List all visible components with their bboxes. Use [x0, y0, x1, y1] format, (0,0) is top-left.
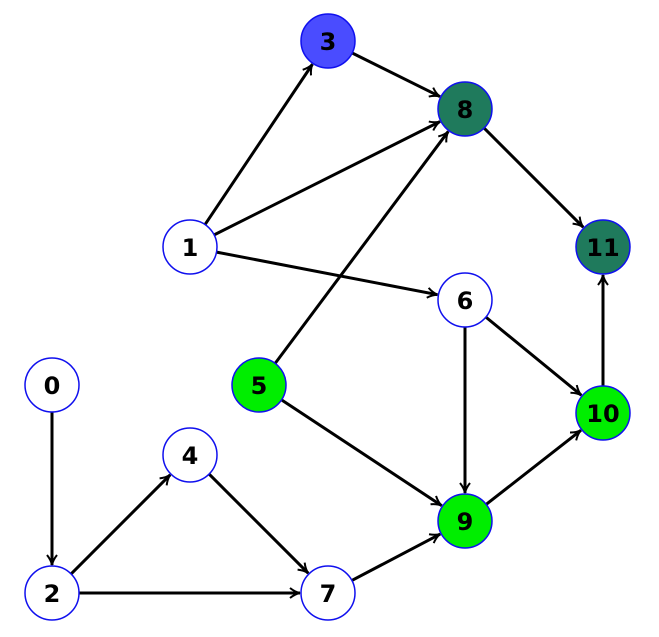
- node-circle: [575, 385, 631, 441]
- node-label: 2: [44, 580, 61, 608]
- node-circle: [437, 81, 493, 137]
- node-circle: [24, 357, 80, 413]
- node-1: 1: [162, 219, 218, 275]
- edge-1-to-8: [213, 120, 441, 237]
- edge-5-to-8: [273, 130, 450, 365]
- node-11: 11: [575, 219, 631, 275]
- edge-5-to-9: [280, 398, 443, 507]
- node-6: 6: [437, 272, 493, 328]
- node-circle: [24, 565, 80, 621]
- edge-3-to-8: [351, 51, 441, 98]
- node-label: 11: [586, 234, 619, 262]
- node-9: 9: [437, 493, 493, 549]
- node-circle: [162, 427, 218, 483]
- edge-2-to-4: [70, 473, 172, 575]
- node-circle: [437, 493, 493, 549]
- node-3: 3: [300, 13, 356, 69]
- node-circle: [575, 219, 631, 275]
- node-2: 2: [24, 565, 80, 621]
- node-label: 9: [457, 508, 474, 536]
- node-10: 10: [575, 385, 631, 441]
- node-5: 5: [231, 357, 287, 413]
- node-label: 4: [182, 442, 199, 470]
- node-circle: [162, 219, 218, 275]
- edge-1-to-6: [216, 250, 438, 299]
- edge-4-to-7: [208, 473, 310, 575]
- node-label: 6: [457, 287, 474, 315]
- node-circle: [231, 357, 287, 413]
- edge-9-to-10: [485, 429, 582, 506]
- node-label: 3: [320, 28, 337, 56]
- edge-6-to-10: [484, 315, 583, 397]
- node-label: 5: [251, 372, 268, 400]
- node-label: 7: [320, 580, 337, 608]
- node-7: 7: [300, 565, 356, 621]
- edge-8-to-11: [483, 127, 585, 229]
- node-4: 4: [162, 427, 218, 483]
- edge-1-to-3: [203, 63, 314, 226]
- node-label: 8: [457, 96, 474, 124]
- node-8: 8: [437, 81, 493, 137]
- node-0: 0: [24, 357, 80, 413]
- edge-7-to-9: [351, 532, 441, 582]
- node-circle: [437, 272, 493, 328]
- node-label: 0: [44, 372, 61, 400]
- node-circle: [300, 13, 356, 69]
- node-circle: [300, 565, 356, 621]
- node-label: 10: [586, 400, 619, 428]
- node-label: 1: [182, 234, 199, 262]
